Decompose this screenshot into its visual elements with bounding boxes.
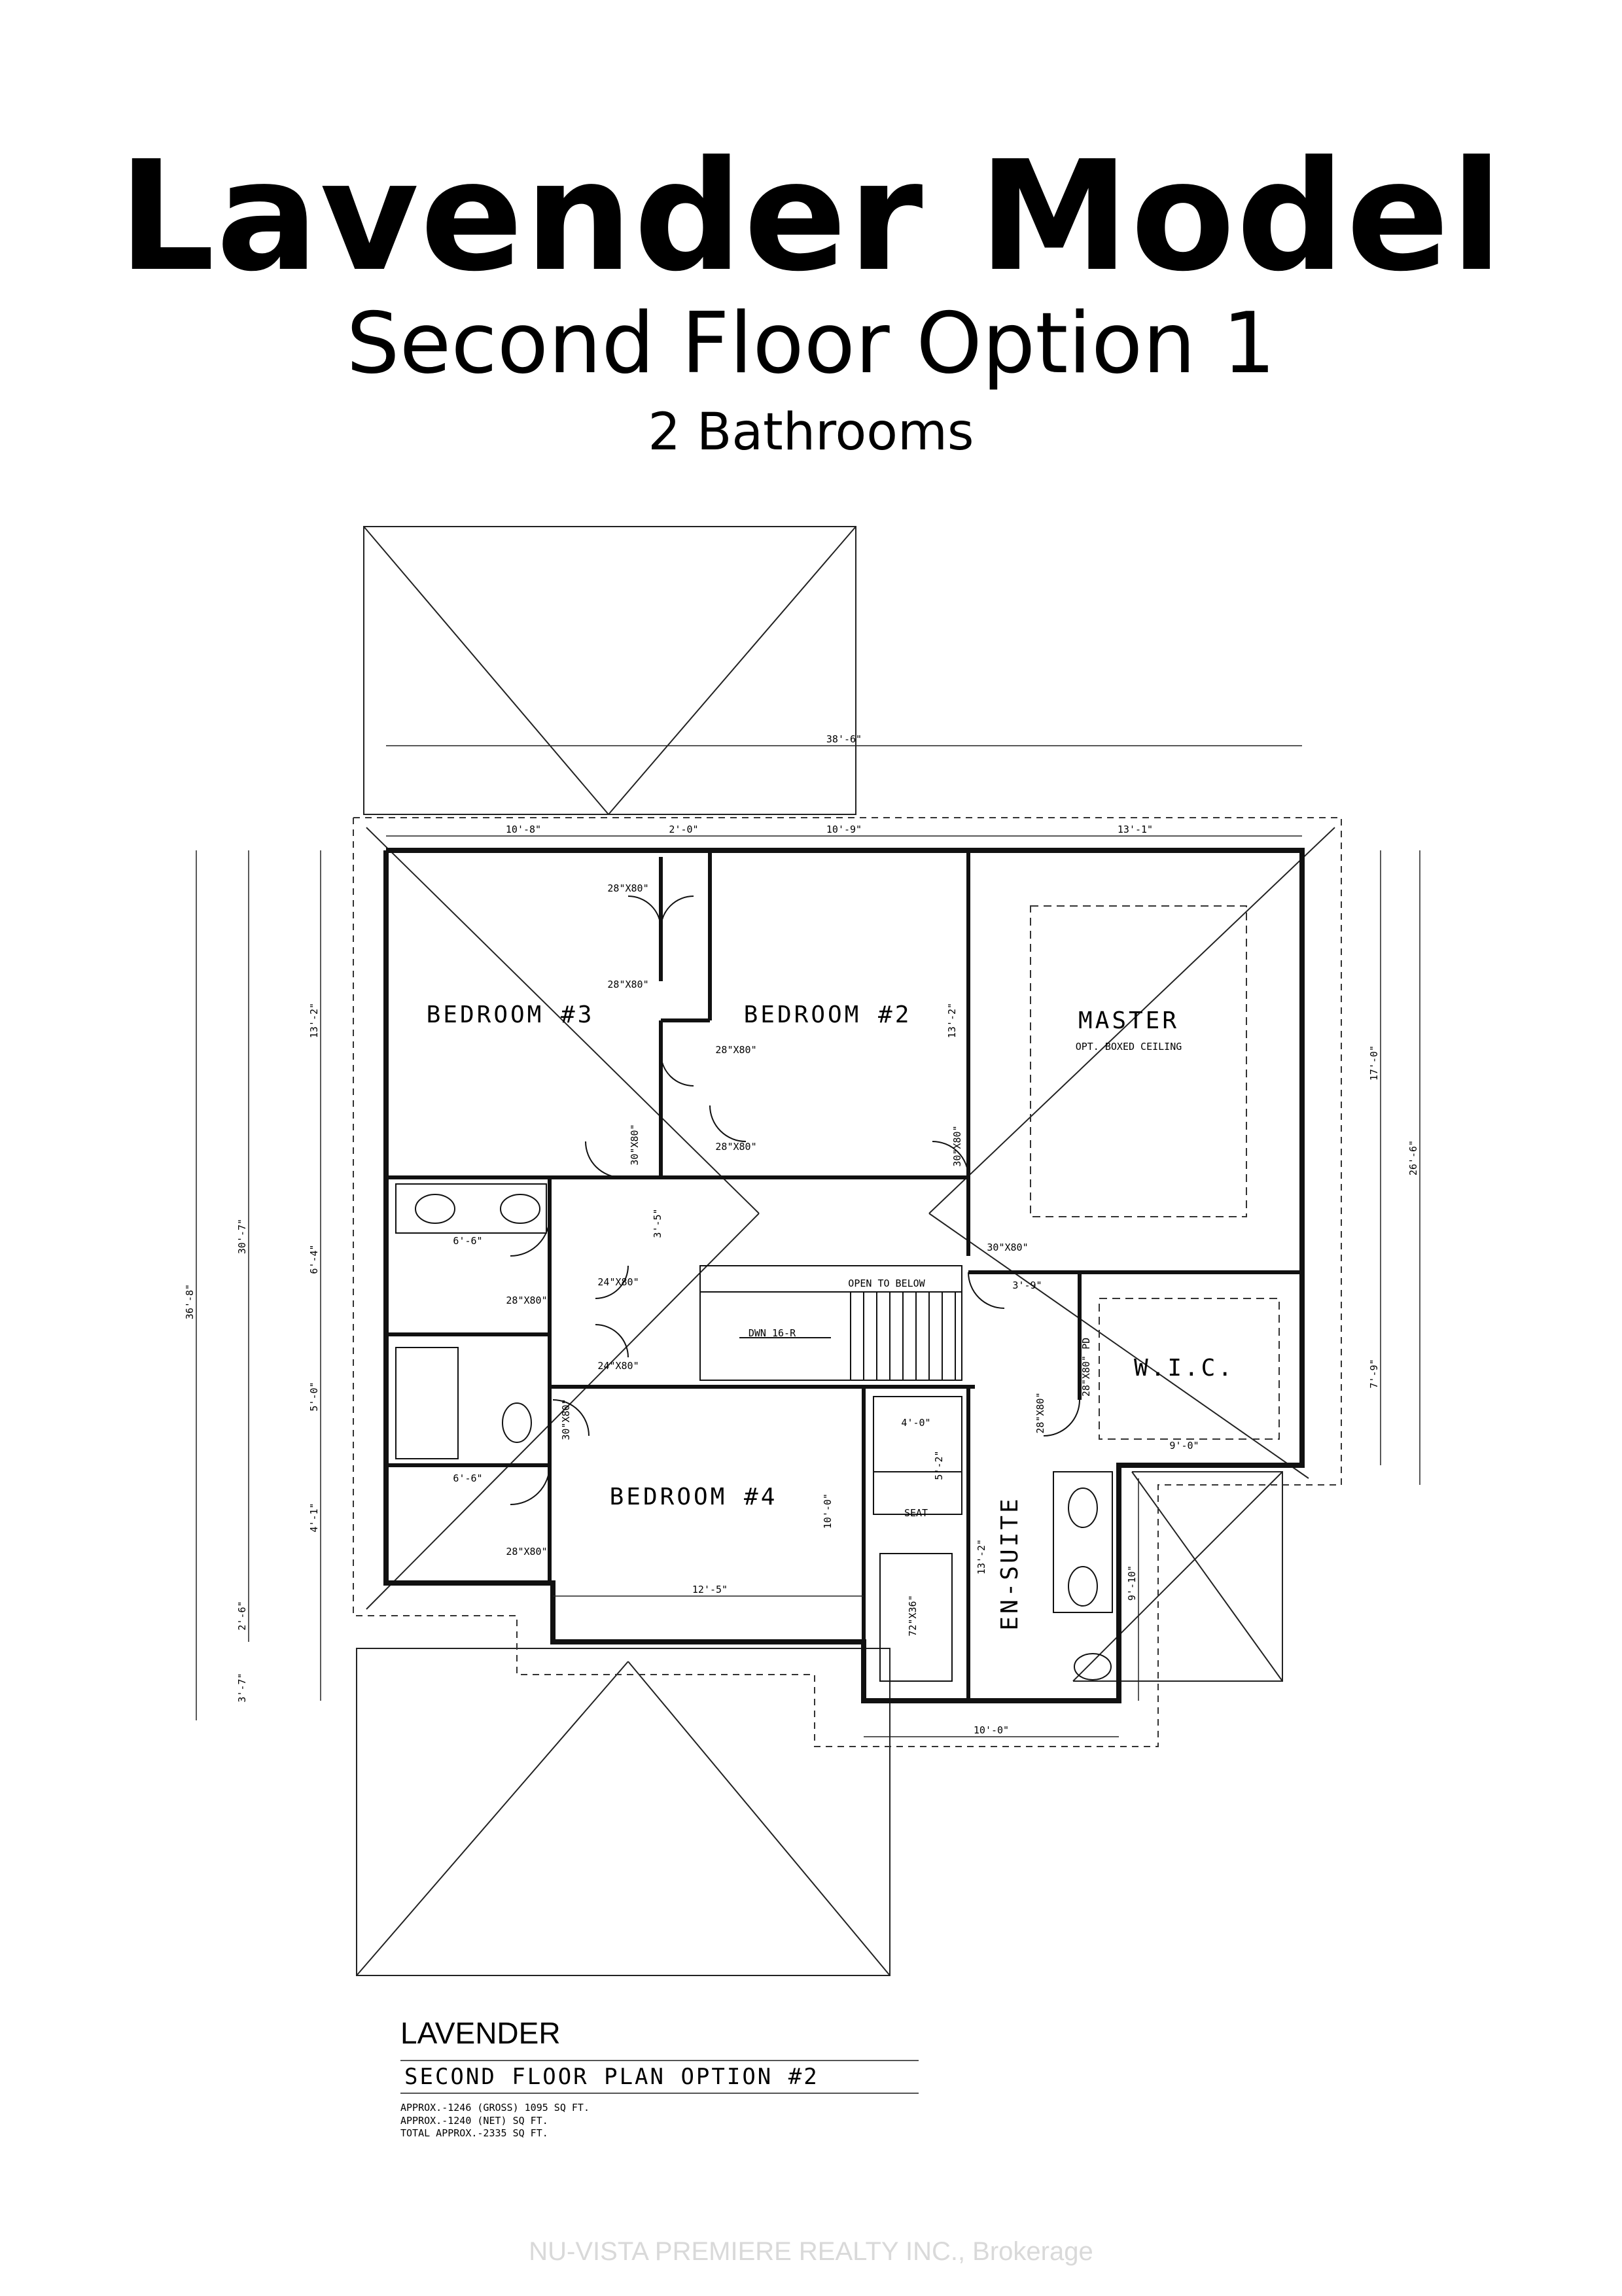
door-label: 28"X80" (506, 1295, 547, 1306)
dim-left-outer: 36'-8" (184, 1284, 196, 1319)
dim-left-4: 4'-1" (308, 1503, 320, 1532)
room-label-bedroom-4: BEDROOM #4 (610, 1484, 778, 1510)
door-label: 30"X80" (629, 1124, 641, 1165)
toilet-icon (502, 1402, 532, 1443)
door-label: 28"X80" PD (1080, 1338, 1092, 1397)
room-label-master: MASTER (1078, 1007, 1179, 1034)
door-label: 28"X80" (1034, 1392, 1046, 1433)
area-net: APPROX.-1240 (NET) SQ FT. (400, 2114, 548, 2127)
boxed-ceiling-outline (1030, 905, 1247, 1217)
dim-top-1: 10'-8" (506, 824, 541, 835)
dim-bath-width-1: 6'-6" (453, 1235, 482, 1247)
exterior-walls (383, 848, 1305, 1703)
plan-title: SECOND FLOOR PLAN OPTION #2 (400, 2060, 919, 2094)
dim-left-2: 6'-4" (308, 1244, 320, 1274)
tub-icon (879, 1553, 953, 1682)
plan-caption: LAVENDER SECOND FLOOR PLAN OPTION #2 APP… (400, 2018, 919, 2140)
door-label: 28"X80" (506, 1546, 547, 1557)
bathtub-icon (395, 1347, 459, 1459)
dim-right-1: 17'-0" (1368, 1045, 1380, 1081)
door-label: 30"X80" (951, 1125, 963, 1166)
interior-walls (386, 850, 1302, 1701)
dim-right-3: 7'-9" (1368, 1359, 1380, 1388)
dim-wic-width: 9'-0" (1169, 1440, 1199, 1452)
dim-bedroom-4-depth: 10'-0" (822, 1493, 834, 1529)
door-label: 30"X80" (560, 1399, 572, 1440)
seat-label: SEAT (904, 1507, 928, 1519)
dim-top-2: 2'-0" (669, 824, 698, 835)
wic-outline (1099, 1298, 1280, 1440)
stairs (699, 1265, 962, 1381)
door-label: 28"X80" (607, 882, 648, 894)
room-label-en-suite: EN-SUITE (996, 1496, 1023, 1630)
stairs-label: DWN 16-R (749, 1327, 796, 1339)
dim-left-1: 13'-2" (308, 1003, 320, 1038)
sink-icon (415, 1194, 455, 1224)
room-label-bedroom-2: BEDROOM #2 (744, 1001, 912, 1028)
door-label: 24"X80" (597, 1276, 639, 1288)
door-label: 28"X80" (607, 979, 648, 990)
bathroom-count: 2 Bathrooms (648, 403, 974, 462)
dim-shower-depth: 5'-2" (933, 1450, 945, 1480)
toilet-icon (1074, 1653, 1112, 1680)
door-label: 24"X80" (597, 1360, 639, 1372)
page-subtitle: Second Floor Option 1 (346, 295, 1276, 392)
bath-fixtures (395, 1183, 1113, 1682)
model-name: LAVENDER (400, 2016, 561, 2050)
page-title: Lavender Model (118, 128, 1504, 305)
sink-icon (1068, 1566, 1098, 1607)
dim-bath-width-2: 6'-6" (453, 1472, 482, 1484)
dim-bedroom-4-width: 12'-5" (692, 1584, 728, 1595)
area-gross: APPROX.-1246 (GROSS) 1095 SQ FT. (400, 2102, 590, 2113)
dim-ensuite-depth: 13'-2" (976, 1539, 987, 1574)
dim-tub: 72"X36" (907, 1595, 919, 1636)
area-total: TOTAL APPROX.-2335 SQ FT. (400, 2127, 548, 2139)
watermark: NU-VISTA PREMIERE REALTY INC., Brokerage (529, 2237, 1093, 2266)
master-ceiling-note: OPT. BOXED CEILING (1076, 1041, 1182, 1052)
shower-outline (873, 1396, 962, 1472)
dim-bedroom-2-depth: 13'-2" (946, 1003, 958, 1038)
dim-left-6: 3'-7" (236, 1673, 248, 1702)
dim-right-4: 9'-10" (1126, 1565, 1138, 1601)
overhang-outline (353, 817, 1342, 1747)
dim-top-4: 13'-1" (1118, 824, 1153, 835)
dim-left-5: 2'-6" (236, 1601, 248, 1630)
door-swings (510, 896, 1080, 1505)
dim-top-3: 10'-9" (826, 824, 862, 835)
room-label-bedroom-3: BEDROOM #3 (427, 1001, 595, 1028)
door-label: 28"X80" (715, 1044, 756, 1056)
sink-icon (1068, 1487, 1098, 1528)
sink-icon (500, 1194, 540, 1224)
dim-ensuite-width: 10'-0" (974, 1724, 1009, 1736)
room-label-wic: W.I.C. (1134, 1355, 1235, 1382)
dim-wic-gap: 3'-9" (1012, 1279, 1042, 1291)
door-label: 28"X80" (715, 1141, 756, 1153)
open-to-below-label: OPEN TO BELOW (848, 1278, 925, 1289)
dim-overall-width: 38'-6" (826, 733, 862, 745)
dim-hall-depth: 3'-5" (652, 1208, 663, 1238)
dim-left-3: 5'-0" (308, 1382, 320, 1411)
dim-shower: 4'-0" (901, 1417, 930, 1429)
dim-left-inner: 30'-7" (236, 1219, 248, 1254)
roof-outline (356, 526, 1335, 1976)
dimension-lines (196, 745, 1420, 1737)
seat-outline (873, 1471, 962, 1515)
area-summary: APPROX.-1246 (GROSS) 1095 SQ FT. APPROX.… (400, 2102, 919, 2140)
dim-right-2: 26'-6" (1407, 1140, 1419, 1175)
door-label: 30"X80" (987, 1242, 1028, 1253)
